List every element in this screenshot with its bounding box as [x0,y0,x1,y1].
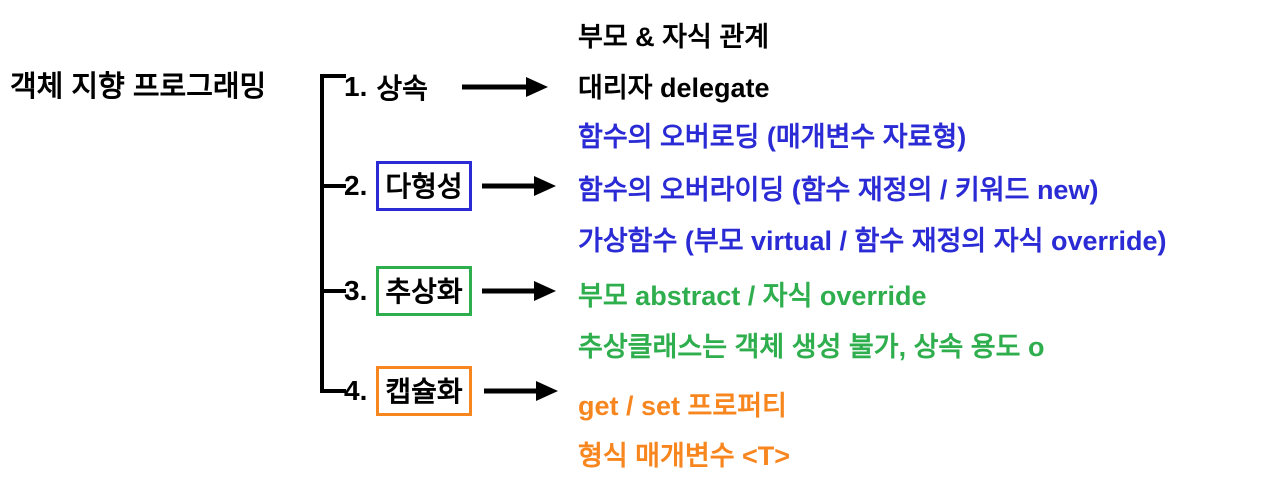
branch-number: 2. [344,170,368,201]
branch-number: 1. [344,71,368,102]
branch-polymorphism: 2. 다형성 [344,161,472,211]
tree-bracket-line [320,74,346,393]
branch-inheritance: 1. 상속 [344,66,428,108]
branch-encapsulation: 4. 캡슐화 [344,366,472,416]
output-line: 부모 & 자식 관계 [578,22,770,52]
branch-label-box: 다형성 [376,161,472,211]
branch-label-box: 캡슐화 [376,366,472,416]
output-line: 함수의 오버로딩 (매개변수 자료형) [578,122,967,152]
branch-label: 상속 [376,73,428,104]
branch-number: 3. [344,275,368,306]
output-line: 형식 매개변수 <T> [578,441,791,471]
branch-abstraction: 3. 추상화 [344,266,472,316]
arrow-right-icon [482,281,556,301]
output-line: 함수의 오버라이딩 (함수 재정의 / 키워드 new) [578,175,1099,205]
arrow-right-icon [484,381,558,401]
arrow-right-icon [482,176,556,196]
branch-number: 4. [344,375,368,406]
output-line: 대리자 delegate [578,73,770,103]
branch-label-box: 추상화 [376,266,472,316]
output-line: 부모 abstract / 자식 override [578,281,927,311]
arrow-right-icon [462,77,548,97]
diagram-root-label: 객체 지향 프로그래밍 [10,71,267,103]
output-line: get / set 프로퍼티 [578,391,787,421]
output-line: 가상함수 (부모 virtual / 함수 재정의 자식 override) [578,226,1167,256]
output-line: 추상클래스는 객체 생성 불가, 상속 용도 o [578,332,1045,362]
